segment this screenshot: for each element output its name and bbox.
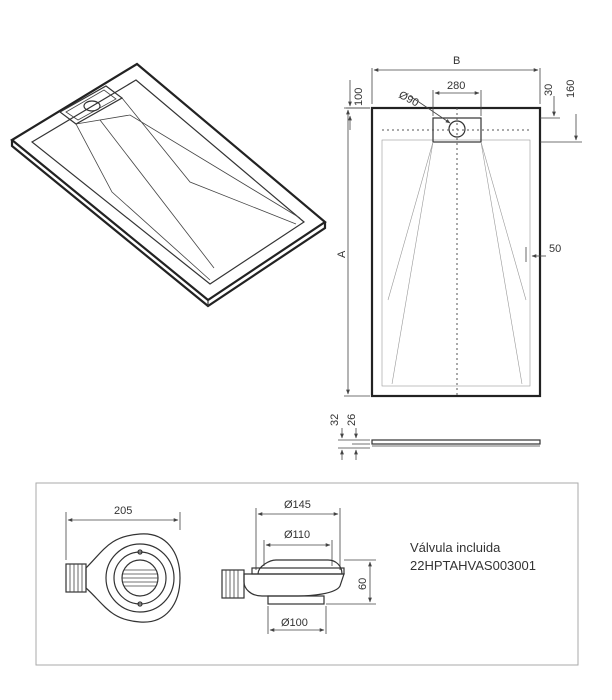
plan-view — [370, 106, 542, 398]
dimension-30: 30 — [540, 84, 560, 119]
label-30: 30 — [543, 84, 555, 96]
label-100: 100 — [353, 88, 365, 106]
label-d145: Ø145 — [284, 499, 311, 511]
valve-caption-line1: Válvula incluida — [410, 540, 501, 555]
label-d90: Ø90 — [397, 89, 421, 109]
label-d100: Ø100 — [281, 617, 308, 629]
dimension-d90: Ø90 — [397, 89, 451, 124]
label-280: 280 — [447, 80, 465, 92]
dimension-a: A — [336, 107, 370, 397]
label-60: 60 — [357, 578, 369, 590]
valve-side-view: Ø145 Ø110 60 Ø100 — [221, 499, 376, 634]
label-32: 32 — [329, 414, 341, 426]
dimension-100: 100 — [346, 80, 370, 130]
dimension-32: 32 — [329, 414, 370, 460]
dimension-26: 26 — [346, 414, 370, 460]
label-a: A — [336, 250, 348, 258]
dimension-50: 50 — [525, 243, 561, 262]
side-profile — [371, 439, 541, 447]
dimension-160: 160 — [540, 80, 582, 143]
valve-top-view: 205 — [65, 505, 181, 623]
label-d110: Ø110 — [284, 529, 310, 541]
valve-caption-line2: 22HPTAHVAS003001 — [410, 558, 536, 573]
label-b: B — [453, 55, 460, 67]
label-50: 50 — [549, 243, 561, 255]
dimension-b: B — [371, 55, 541, 104]
label-205: 205 — [114, 505, 132, 517]
label-26: 26 — [346, 414, 358, 426]
label-160: 160 — [565, 80, 577, 98]
valve-panel — [35, 482, 579, 666]
dimension-280: 280 — [432, 80, 482, 116]
isometric-tray-view — [10, 62, 327, 308]
